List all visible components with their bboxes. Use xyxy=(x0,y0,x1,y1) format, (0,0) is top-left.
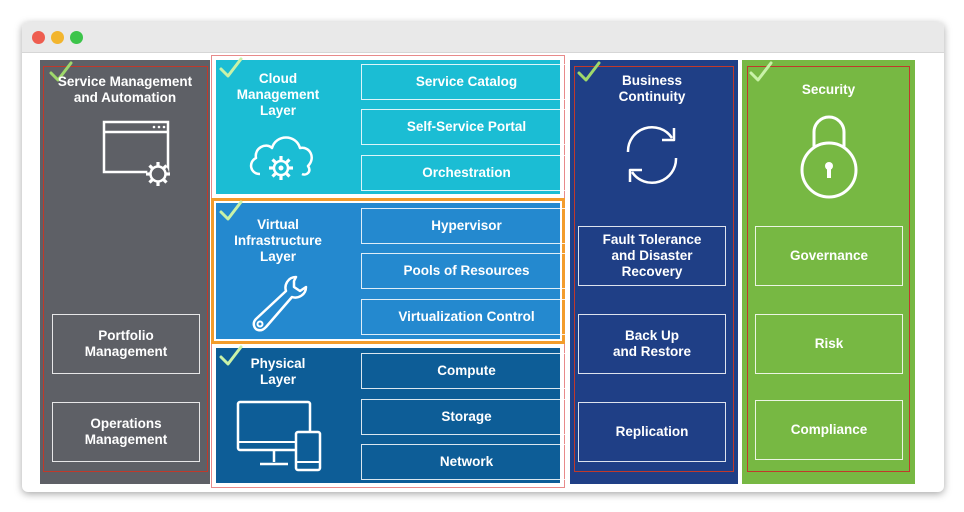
orchestration-box: Orchestration xyxy=(361,155,572,191)
service-management-title: Service Management and Automation xyxy=(57,74,193,105)
self-service-portal-box: Self-Service Portal xyxy=(361,109,572,145)
maximize-button[interactable] xyxy=(70,31,83,44)
title-bar xyxy=(22,22,944,53)
fault-tolerance-box: Fault Tolerance and Disaster Recovery xyxy=(578,226,726,286)
compute-box: Compute xyxy=(361,353,572,389)
business-continuity-frame xyxy=(574,66,734,472)
service-catalog-box: Service Catalog xyxy=(361,64,572,100)
check-icon xyxy=(49,61,73,82)
hypervisor-box: Hypervisor xyxy=(361,208,572,244)
check-icon xyxy=(219,57,243,78)
replication-box: Replication xyxy=(578,402,726,462)
service-management-frame xyxy=(43,66,208,472)
sync-arrows-icon xyxy=(626,126,678,184)
compliance-box: Compliance xyxy=(755,400,903,460)
portfolio-management-box: Portfolio Management xyxy=(52,314,200,374)
operations-management-box: Operations Management xyxy=(52,402,200,462)
governance-box: Governance xyxy=(755,226,903,286)
network-box: Network xyxy=(361,444,572,480)
check-icon xyxy=(577,61,601,82)
risk-box: Risk xyxy=(755,314,903,374)
virtualization-control-box: Virtualization Control xyxy=(361,299,572,335)
virtual-infrastructure-highlight xyxy=(211,198,565,344)
desktop-phone-icon xyxy=(236,400,322,472)
minimize-button[interactable] xyxy=(51,31,64,44)
close-button[interactable] xyxy=(32,31,45,44)
virtual-infrastructure-panel: Virtual Infrastructure Layer Hypervisor … xyxy=(216,200,572,339)
physical-layer-panel: Physical Layer Compute Storage Network xyxy=(216,345,572,483)
business-continuity-title: Business Continuity xyxy=(618,73,686,104)
security-title: Security xyxy=(801,82,856,97)
cloud-gear-icon xyxy=(249,136,313,180)
app-window: Service Management and Automation Portfo… xyxy=(22,22,944,492)
padlock-icon xyxy=(800,115,858,199)
check-icon xyxy=(219,200,243,221)
physical-layer-title: Physical Layer xyxy=(250,356,306,387)
security-panel: Security Governance Risk Compliance xyxy=(742,60,915,484)
wrench-icon xyxy=(252,275,308,332)
backup-restore-box: Back Up and Restore xyxy=(578,314,726,374)
service-management-panel: Service Management and Automation Portfo… xyxy=(40,60,210,484)
check-icon xyxy=(749,61,773,82)
virtual-infrastructure-title: Virtual Infrastructure Layer xyxy=(234,217,322,264)
cloud-management-title: Cloud Management Layer xyxy=(236,71,320,118)
check-icon xyxy=(219,345,243,366)
business-continuity-panel: Business Continuity Fault Tolerance and … xyxy=(570,60,738,484)
security-frame xyxy=(747,66,910,472)
storage-box: Storage xyxy=(361,399,572,435)
browser-gear-icon xyxy=(102,120,170,186)
cloud-management-panel: Cloud Management Layer Service Catalog S… xyxy=(216,57,572,194)
pools-of-resources-box: Pools of Resources xyxy=(361,253,572,289)
